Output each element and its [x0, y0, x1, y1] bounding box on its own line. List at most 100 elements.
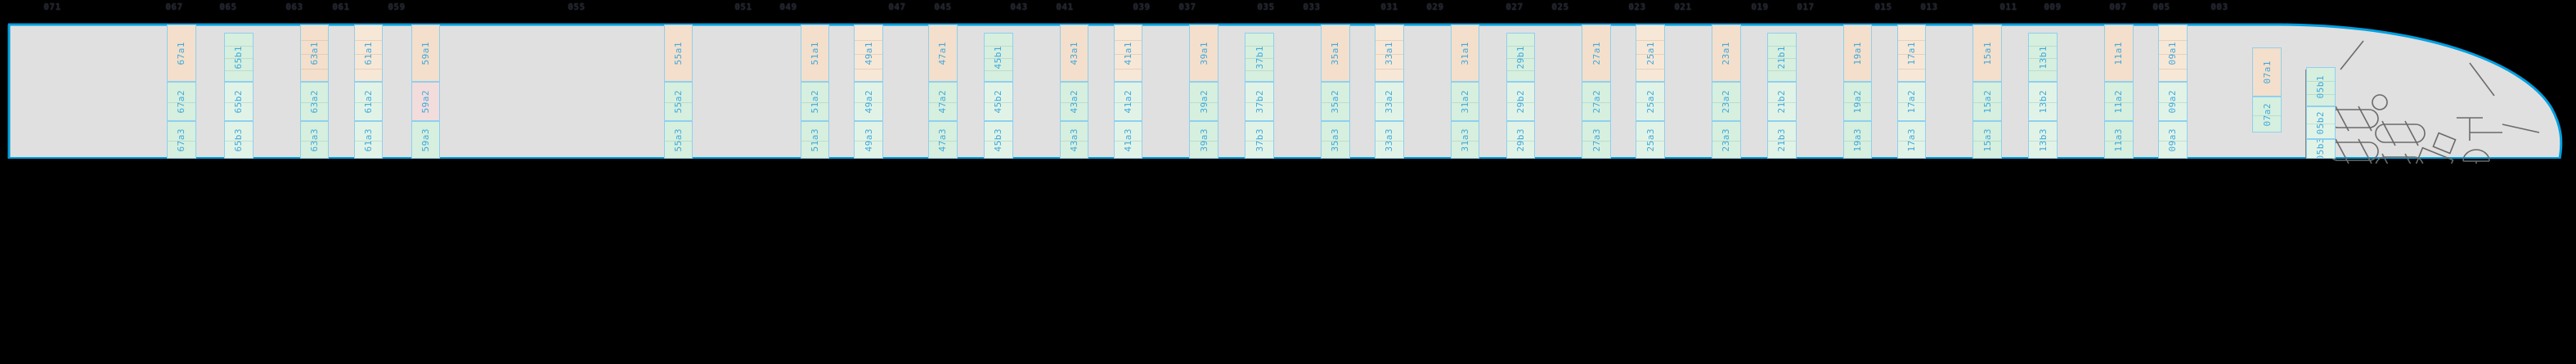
container-cell-09a3[interactable]: 09a3 — [2157, 121, 2188, 159]
container-cell-55a3[interactable]: 55a3 — [663, 121, 693, 159]
container-cell-39a2[interactable]: 39a2 — [1189, 82, 1218, 121]
container-cell-31a2[interactable]: 31a2 — [1450, 82, 1480, 121]
container-cell-37b3[interactable]: 37b3 — [1245, 121, 1274, 159]
container-cell-67a3[interactable]: 67a3 — [166, 121, 196, 159]
container-cell-33a2[interactable]: 33a2 — [1374, 82, 1404, 121]
container-cell-49a1[interactable]: 49a1 — [854, 25, 884, 82]
container-cell-43a1[interactable]: 43a1 — [1059, 25, 1089, 82]
container-cell-45b1[interactable]: 45b1 — [984, 33, 1013, 82]
container-cell-59a2[interactable]: 59a2 — [411, 82, 441, 121]
bay-label-059[interactable]: 059 — [388, 2, 406, 12]
bay-label-013[interactable]: 013 — [1920, 2, 1938, 12]
bay-label-007[interactable]: 007 — [2109, 2, 2127, 12]
container-cell-41a3[interactable]: 41a3 — [1113, 121, 1143, 159]
container-cell-35a3[interactable]: 35a3 — [1321, 121, 1350, 159]
container-cell-05b3[interactable]: 05b3 — [2306, 139, 2336, 159]
container-cell-59a1[interactable]: 59a1 — [411, 25, 441, 82]
bay-label-063[interactable]: 063 — [285, 2, 303, 12]
container-cell-35a2[interactable]: 35a2 — [1321, 82, 1350, 121]
bay-label-061[interactable]: 061 — [332, 2, 350, 12]
container-cell-27a2[interactable]: 27a2 — [1582, 82, 1611, 121]
container-cell-17a1[interactable]: 17a1 — [1896, 25, 1927, 82]
container-cell-27a3[interactable]: 27a3 — [1582, 121, 1611, 159]
container-cell-45b3[interactable]: 45b3 — [984, 121, 1013, 159]
bay-label-021[interactable]: 021 — [1674, 2, 1692, 12]
container-cell-61a1[interactable]: 61a1 — [353, 25, 384, 82]
container-cell-55a2[interactable]: 55a2 — [663, 82, 693, 121]
container-cell-39a3[interactable]: 39a3 — [1189, 121, 1218, 159]
bay-label-065[interactable]: 065 — [219, 2, 237, 12]
container-cell-29b2[interactable]: 29b2 — [1506, 82, 1536, 121]
bay-label-035[interactable]: 035 — [1257, 2, 1275, 12]
container-cell-17a3[interactable]: 17a3 — [1896, 121, 1927, 159]
bay-label-005[interactable]: 005 — [2152, 2, 2170, 12]
container-cell-21b1[interactable]: 21b1 — [1766, 33, 1797, 82]
container-cell-19a2[interactable]: 19a2 — [1842, 82, 1873, 121]
container-cell-51a2[interactable]: 51a2 — [800, 82, 830, 121]
container-cell-29b3[interactable]: 29b3 — [1506, 121, 1536, 159]
container-cell-33a3[interactable]: 33a3 — [1374, 121, 1404, 159]
bay-label-039[interactable]: 039 — [1133, 2, 1151, 12]
container-cell-09a2[interactable]: 09a2 — [2157, 82, 2188, 121]
container-cell-63a2[interactable]: 63a2 — [299, 82, 330, 121]
container-cell-63a1[interactable]: 63a1 — [299, 25, 330, 82]
bay-label-051[interactable]: 051 — [734, 2, 752, 12]
bay-label-043[interactable]: 043 — [1010, 2, 1028, 12]
container-cell-51a3[interactable]: 51a3 — [800, 121, 830, 159]
container-cell-19a3[interactable]: 19a3 — [1842, 121, 1873, 159]
bay-label-049[interactable]: 049 — [779, 2, 797, 12]
container-cell-49a2[interactable]: 49a2 — [854, 82, 884, 121]
container-cell-15a3[interactable]: 15a3 — [1972, 121, 2002, 159]
container-cell-25a1[interactable]: 25a1 — [1636, 25, 1665, 82]
container-cell-65b2[interactable]: 65b2 — [223, 82, 254, 121]
container-cell-67a2[interactable]: 67a2 — [166, 82, 196, 121]
container-cell-41a2[interactable]: 41a2 — [1113, 82, 1143, 121]
container-cell-43a2[interactable]: 43a2 — [1059, 82, 1089, 121]
container-cell-11a3[interactable]: 11a3 — [2103, 121, 2134, 159]
bay-label-009[interactable]: 009 — [2044, 2, 2062, 12]
bay-label-027[interactable]: 027 — [1506, 2, 1524, 12]
container-cell-61a3[interactable]: 61a3 — [353, 121, 384, 159]
container-cell-23a2[interactable]: 23a2 — [1711, 82, 1741, 121]
container-cell-07a1[interactable]: 07a1 — [2252, 47, 2282, 97]
bay-label-019[interactable]: 019 — [1751, 2, 1769, 12]
container-cell-59a3[interactable]: 59a3 — [411, 121, 441, 159]
bay-label-067[interactable]: 067 — [165, 2, 183, 12]
container-cell-63a3[interactable]: 63a3 — [299, 121, 330, 159]
bay-label-055[interactable]: 055 — [568, 2, 586, 12]
container-cell-37b1[interactable]: 37b1 — [1245, 33, 1274, 82]
container-cell-21b2[interactable]: 21b2 — [1766, 82, 1797, 121]
bay-label-023[interactable]: 023 — [1628, 2, 1646, 12]
container-cell-65b3[interactable]: 65b3 — [223, 121, 254, 159]
bay-label-045[interactable]: 045 — [934, 2, 952, 12]
bay-label-031[interactable]: 031 — [1380, 2, 1398, 12]
container-cell-35a1[interactable]: 35a1 — [1321, 25, 1350, 82]
container-cell-67a1[interactable]: 67a1 — [166, 25, 196, 82]
bay-label-017[interactable]: 017 — [1797, 2, 1815, 12]
container-cell-65b1[interactable]: 65b1 — [223, 33, 254, 82]
container-cell-13b2[interactable]: 13b2 — [2028, 82, 2058, 121]
bay-label-015[interactable]: 015 — [1874, 2, 1892, 12]
